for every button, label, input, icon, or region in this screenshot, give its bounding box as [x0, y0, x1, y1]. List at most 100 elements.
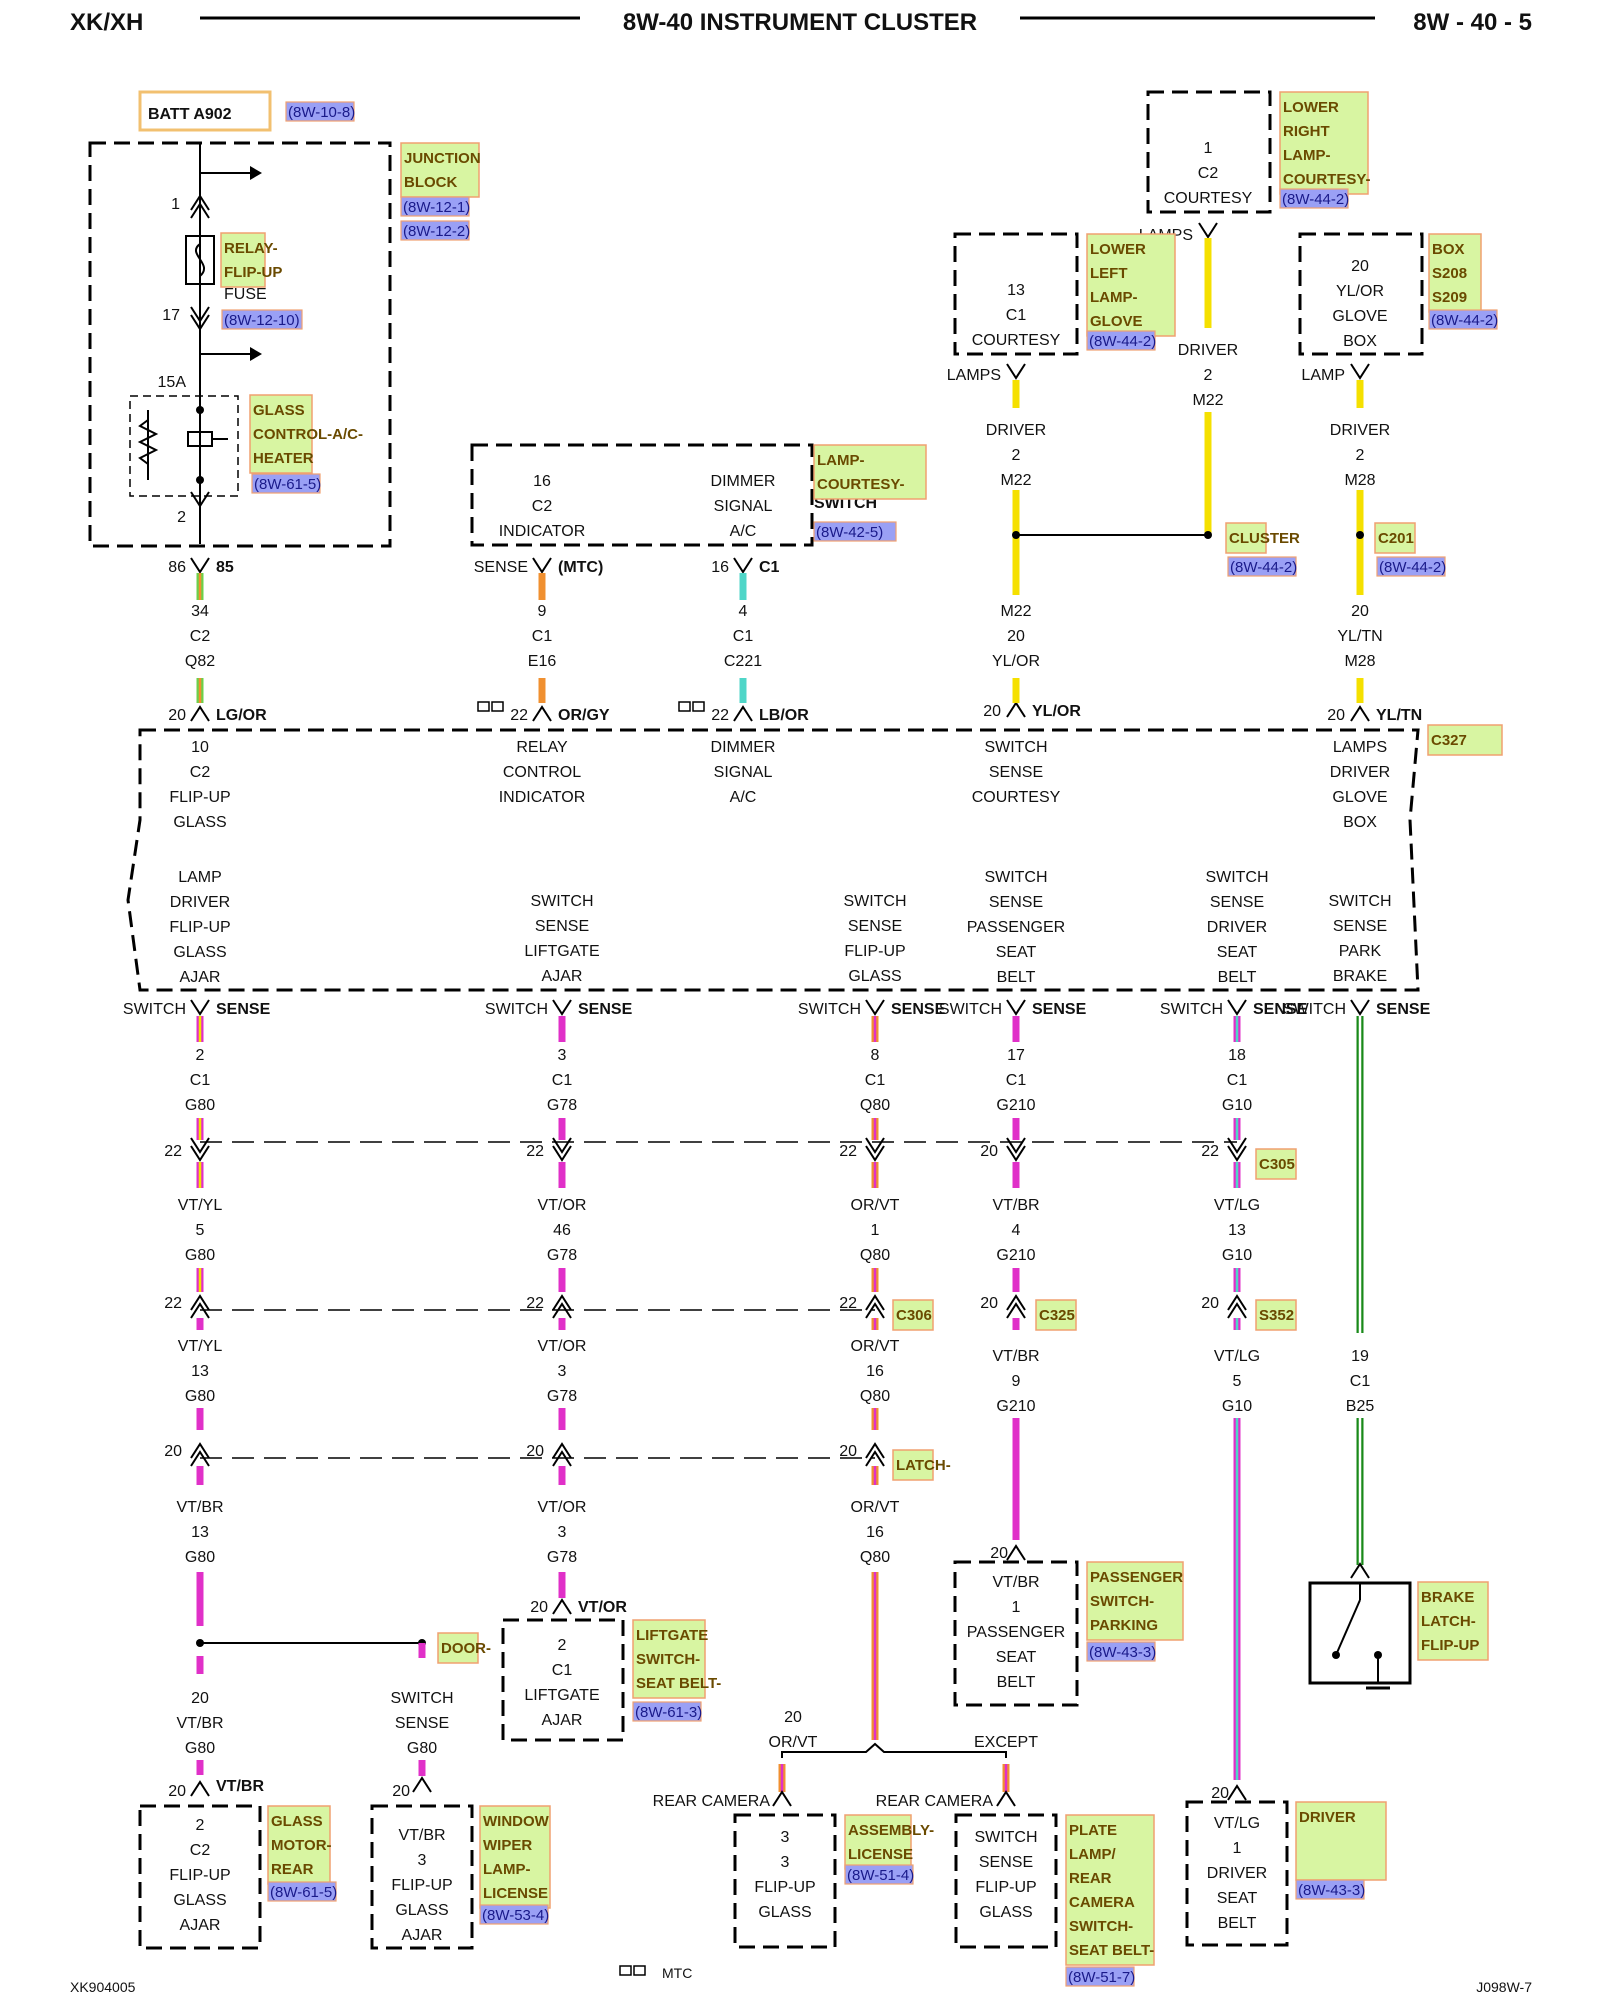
page-reference: (8W-10-8) — [288, 104, 355, 121]
pin-num: SENSE — [474, 559, 528, 576]
pin-num: SWITCH — [1283, 1001, 1346, 1018]
connector-pin — [1006, 701, 1026, 718]
pin-num: LAMP — [1301, 367, 1345, 384]
batt-box — [138, 90, 272, 132]
wire-color: M22 — [1192, 392, 1223, 409]
component-tag-text: C325 — [1039, 1307, 1075, 1324]
component-tag-text: SWITCH- — [1069, 1918, 1133, 1935]
page-reference-bg — [285, 101, 355, 122]
wire-gauge: C1 — [552, 1072, 573, 1089]
label: GLOVE — [1332, 308, 1387, 325]
component-tag-text: REAR — [1069, 1870, 1112, 1887]
page-reference-bg — [1065, 1966, 1135, 1987]
component-tag-text: LATCH- — [1421, 1613, 1476, 1630]
component-tag-text: MOTOR- — [271, 1837, 332, 1854]
pin-num: SWITCH — [798, 1001, 861, 1018]
wire-circuit: 20 — [1351, 603, 1369, 620]
pin-num: 20 — [980, 1295, 998, 1312]
fuse-element — [194, 243, 206, 277]
label: SENSE — [979, 1854, 1033, 1871]
page-reference-bg — [1227, 556, 1297, 577]
connector-pin — [1227, 1294, 1247, 1311]
page-reference: (8W-61-5) — [270, 1884, 337, 1901]
page-reference-bg — [479, 1904, 549, 1925]
mtc-marker — [678, 701, 691, 712]
mtc-legend-label: MTC — [662, 1965, 692, 1981]
label: SWITCH — [843, 893, 906, 910]
wire-circuit: DRIVER — [986, 422, 1046, 439]
label: FLIP-UP — [754, 1879, 815, 1896]
page-reference-bg — [1295, 1879, 1365, 1900]
mtc-marker — [477, 701, 490, 712]
connector-pin — [1350, 705, 1370, 722]
wire-gauge: C2 — [190, 628, 211, 645]
pin-num: 22 — [510, 707, 528, 724]
label: 1 — [1204, 140, 1213, 157]
page-reference-bg — [1086, 1641, 1156, 1662]
connector-pin — [190, 1302, 210, 1319]
connector-id: SENSE — [1376, 1001, 1431, 1018]
pin-num: 15A — [158, 374, 187, 391]
page-reference-bg — [844, 1864, 914, 1885]
connector-pin — [1006, 1544, 1026, 1561]
label: SWITCH — [974, 1829, 1037, 1846]
pin-num: 20 — [983, 703, 1001, 720]
page-reference: (8W-12-2) — [403, 223, 470, 240]
wire-circuit: VT/BR — [992, 1197, 1039, 1214]
wire-color: Q80 — [860, 1388, 890, 1405]
wire-gauge: 2 — [1356, 447, 1365, 464]
component-tag-text: FLIP-UP — [224, 264, 282, 281]
wire-circuit: DRIVER — [1178, 342, 1238, 359]
pin-num: 16 — [711, 559, 729, 576]
label: INDICATOR — [499, 789, 586, 806]
component-tag-text: FLIP-UP — [1421, 1637, 1479, 1654]
page-reference-bg — [1428, 309, 1498, 330]
wire-color: G78 — [547, 1549, 577, 1566]
pin-num: SWITCH — [123, 1001, 186, 1018]
component-tag-text: LAMP- — [1090, 289, 1138, 306]
component-tag-text: PLATE — [1069, 1822, 1117, 1839]
mtc-legend-marker — [633, 1965, 646, 1976]
connector-id: (MTC) — [558, 559, 603, 576]
wire-circuit: VT/BR — [176, 1499, 223, 1516]
wire-color: G10 — [1222, 1398, 1252, 1415]
label-tag-bg — [267, 1805, 331, 1885]
page-reference: (8W-42-5) — [816, 524, 883, 541]
pin-num: 2 — [177, 509, 186, 526]
wire-gauge: 5 — [1233, 1373, 1242, 1390]
connector-pin — [532, 705, 552, 722]
component-tag-text: PASSENGER — [1090, 1569, 1183, 1586]
wire-circuit: DRIVER — [1330, 422, 1390, 439]
header-left: XK/XH — [70, 9, 143, 36]
mtc-marker — [692, 701, 705, 712]
connector-pin — [552, 1442, 572, 1459]
label-tag-bg — [1374, 522, 1416, 554]
arrow-head — [250, 347, 262, 361]
footer-left: XK904005 — [70, 1979, 136, 1995]
component-tag-text: S208 — [1432, 265, 1467, 282]
label-tag-bg — [1225, 522, 1267, 554]
component-tag-text: LICENSE — [848, 1846, 913, 1863]
switch-arm — [1335, 1599, 1361, 1656]
pin-num: 17 — [162, 307, 180, 324]
batt-label: BATT A902 — [148, 106, 232, 123]
label-tag-bg — [1065, 1814, 1155, 1966]
label: DIMMER — [711, 739, 776, 756]
wire-gauge: C1 — [1227, 1072, 1248, 1089]
connector-id: SENSE — [1032, 1001, 1087, 1018]
connector-pin — [190, 1450, 210, 1467]
label: EXCEPT — [974, 1734, 1038, 1751]
connector-pin — [1350, 999, 1370, 1016]
page-title: 8W-40 INSTRUMENT CLUSTER — [623, 9, 977, 36]
wire-gauge: 13 — [191, 1524, 209, 1541]
connector-pin — [552, 1145, 572, 1162]
wire-gauge: C1 — [532, 628, 553, 645]
wire-color: M28 — [1344, 653, 1375, 670]
splice-dot — [196, 406, 204, 414]
label: FLIP-UP — [975, 1879, 1036, 1896]
page-reference-bg — [1086, 330, 1156, 351]
wire-color: G80 — [407, 1740, 437, 1757]
component-tag-text: REAR — [271, 1861, 314, 1878]
page-reference-bg — [400, 196, 470, 217]
label: DRIVER — [1330, 764, 1390, 781]
